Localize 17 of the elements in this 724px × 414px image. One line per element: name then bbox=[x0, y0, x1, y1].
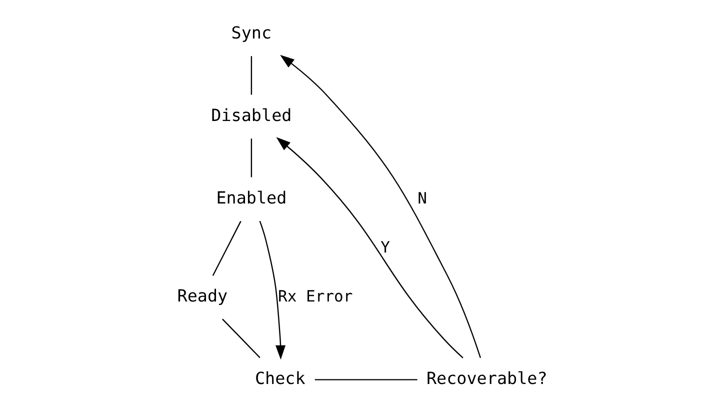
arrow bbox=[280, 54, 482, 358]
edge-label: Rx Error bbox=[278, 287, 353, 306]
arrow bbox=[276, 137, 464, 358]
connector bbox=[222, 318, 260, 358]
node-text: Sync bbox=[231, 22, 272, 43]
connector bbox=[250, 56, 252, 95]
node-text: Check bbox=[254, 368, 306, 388]
arrow bbox=[259, 220, 286, 360]
connector bbox=[212, 220, 242, 276]
connector bbox=[314, 379, 418, 380]
connector bbox=[250, 138, 252, 178]
node-text: Disabled bbox=[211, 105, 292, 126]
edge-label: N bbox=[418, 189, 428, 208]
node-text: Enabled bbox=[216, 188, 287, 208]
node-text: Recoverable? bbox=[426, 368, 548, 388]
edge-label: Y bbox=[380, 238, 390, 256]
node-text: Ready bbox=[177, 286, 228, 306]
